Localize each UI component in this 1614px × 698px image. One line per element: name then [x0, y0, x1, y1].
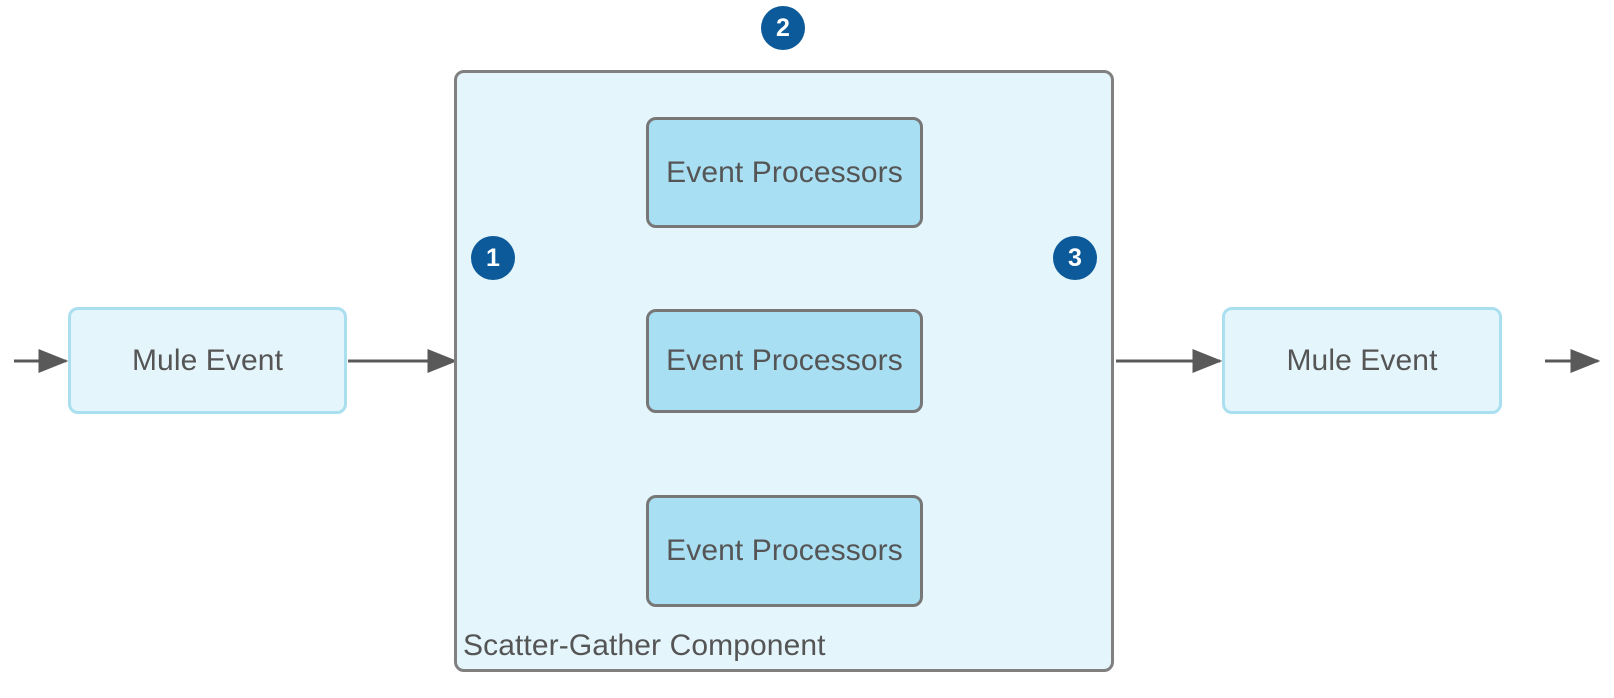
step-badge-1-number: 1 [486, 243, 500, 272]
step-badge-2-number: 2 [776, 13, 790, 42]
output-mule-event-label: Mule Event [1286, 343, 1438, 377]
event-processor-node-3[interactable]: Event Processors [646, 495, 923, 607]
step-badge-3[interactable]: 3 [1053, 236, 1097, 280]
input-mule-event-node[interactable]: Mule Event [68, 307, 347, 414]
scatter-gather-container-label: Scatter-Gather Component [463, 629, 826, 662]
event-processor-label-3: Event Processors [666, 534, 903, 567]
event-processor-node-1[interactable]: Event Processors [646, 117, 923, 228]
step-badge-1[interactable]: 1 [471, 236, 515, 280]
input-mule-event-label: Mule Event [131, 343, 284, 377]
event-processor-label-2: Event Processors [666, 344, 903, 377]
step-badge-3-number: 3 [1068, 243, 1082, 272]
output-mule-event-node[interactable]: Mule Event [1222, 307, 1502, 414]
step-badge-2[interactable]: 2 [761, 6, 805, 50]
event-processor-label-1: Event Processors [666, 155, 903, 189]
event-processor-node-2[interactable]: Event Processors [646, 309, 923, 413]
